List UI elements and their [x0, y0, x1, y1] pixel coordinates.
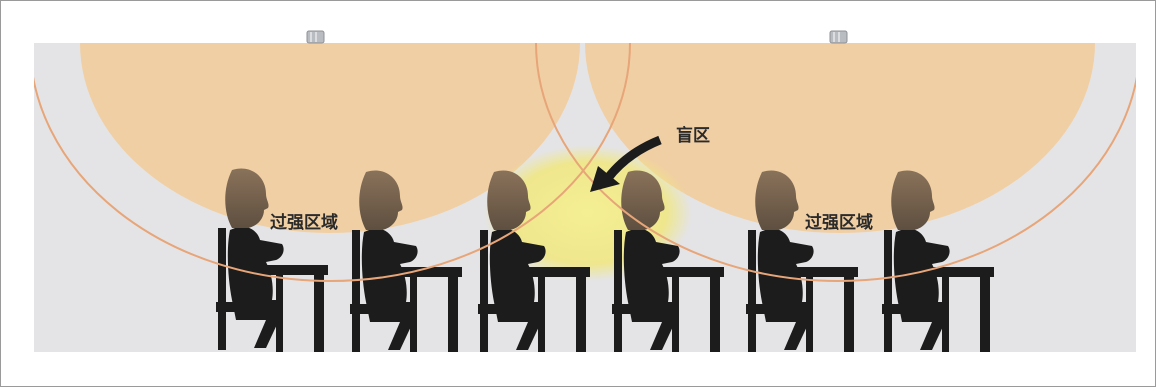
ceiling-light-icon — [830, 31, 847, 43]
ceiling-light-icon — [307, 31, 324, 43]
strong-zone-right-label: 过强区域 — [805, 208, 873, 233]
strong-zone-left-label: 过强区域 — [270, 208, 338, 233]
blind-zone-label: 盲区 — [676, 121, 710, 146]
